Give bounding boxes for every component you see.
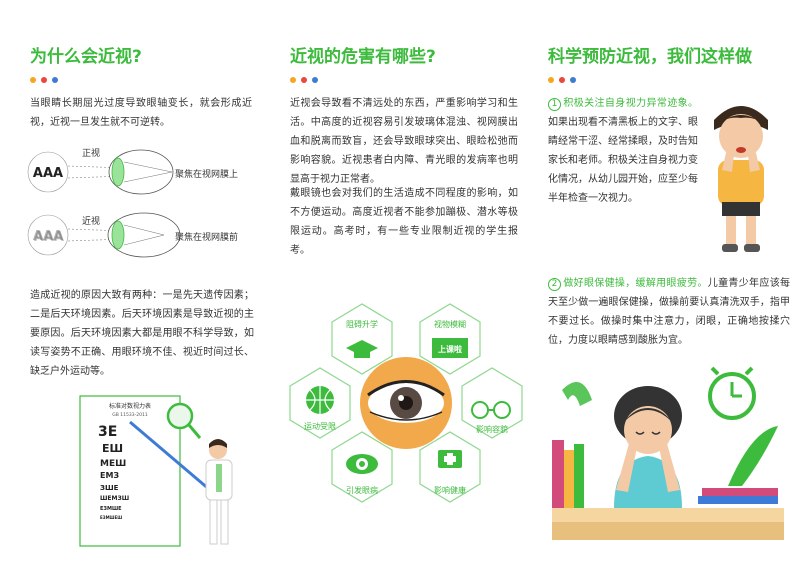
eyeball-normal (108, 149, 174, 195)
protractor-icon (562, 382, 592, 406)
decorative-dots (290, 68, 323, 83)
harms-hexagon-diagram: 上课啦 阻碍升学 视物模糊 影响容貌 影响健康 引发眼病 运动受限 (289, 303, 523, 503)
section-title-why: 为什么会近视? (30, 47, 142, 67)
eye-exercise-illustration (552, 366, 784, 540)
hex-label-appearance: 影响容貌 (476, 424, 508, 434)
item-number-1: 1 (548, 98, 561, 111)
section-title-harms: 近视的危害有哪些? (290, 47, 436, 67)
letters-blurry: AAA (33, 229, 63, 244)
column-harms: 近视的危害有哪些? 近视会导致看不清远处的东西，严重影响学习和生活。中高度的近视… (266, 0, 534, 587)
hex-appearance (461, 367, 523, 439)
blackboard-text: 上课啦 (438, 344, 462, 354)
svg-text:ЗШЕ: ЗШЕ (100, 484, 119, 492)
svg-text:ЕМЗ: ЕМЗ (100, 471, 119, 480)
svg-text:ШЕМЗШ: ШЕМЗШ (100, 495, 129, 502)
decorative-dots (548, 68, 581, 83)
magnifier (166, 402, 194, 430)
lens-normal (111, 157, 125, 187)
hex-label-eye-disease: 引发眼病 (346, 485, 378, 495)
item-1-heading: 积极关注自身视力异常迹象。 (563, 98, 698, 109)
boy-rubbing-eyes-illustration (714, 106, 768, 252)
eye-chart-title: 标准对数视力表 (109, 402, 151, 410)
letters-clear: AAA (33, 166, 63, 181)
item-2-body: 儿童青少年应该每天至少做一遍眼保健操，做操前要认真清洗双手，指甲不要过长。做操时… (548, 278, 791, 346)
hex-label-health: 影响健康 (434, 485, 466, 495)
blackboard-icon (432, 338, 468, 358)
eyeball-myopia (107, 212, 181, 258)
hex-label-sports: 运动受限 (304, 421, 336, 431)
books-left (552, 440, 564, 508)
item-number-2: 2 (548, 278, 561, 291)
section-title-prevention: 科学预防近视，我们这样做 (548, 47, 752, 67)
item-2-heading: 做好眼保健操，缓解用眼疲劳。 (563, 278, 708, 289)
letters-clear-circle (27, 151, 69, 193)
label-myopia: 近视 (82, 217, 101, 227)
caption-focus-retina: 聚焦在视网膜上 (175, 170, 239, 180)
pointer-stick (129, 420, 211, 492)
column-why-myopia: 为什么会近视? 当眼睛长期屈光过度导致眼轴变长，就会形成近视，近视一旦发生就不可… (0, 0, 266, 587)
svg-text:ЕЗМШЕШ: ЕЗМШЕШ (100, 515, 122, 520)
hex-label-study: 阻碍升学 (346, 319, 378, 329)
eye-chart-board (79, 395, 181, 547)
harms-paragraph-1: 近视会导致看不清远处的东西，严重影响学习和生活。中高度的近视容易引发玻璃体混浊、… (290, 98, 518, 185)
svg-text:3E: 3E (98, 424, 117, 440)
caption-focus-front: 聚焦在视网膜前 (175, 233, 239, 243)
desk (552, 508, 784, 522)
eye-chart-illustration: 标准对数视力表 GB 11533-2011 3E ЕШ МЕШ ЕМЗ ЗШЕ … (79, 395, 233, 547)
item-1-body: 如果出现看不清黑板上的文字、眼睛经常干涩、经常揉眼，及时告知家长和老师。积极关注… (548, 117, 698, 204)
hex-label-blurry: 视物模糊 (434, 319, 466, 329)
decorative-dots (30, 68, 63, 83)
svg-text:AAA: AAA (34, 230, 64, 245)
lens-myopia (111, 220, 125, 250)
hex-study (331, 303, 393, 375)
svg-text:МЕШ: МЕШ (100, 459, 126, 469)
letters-blurry-circle (27, 214, 69, 256)
harms-paragraph-2: 戴眼镜也会对我们的生活造成不同程度的影响，如不方便运动。高度近视者不能参加蹦极、… (290, 188, 518, 256)
label-normal-vision: 正视 (82, 149, 101, 159)
books-right (702, 488, 778, 496)
causes-paragraph: 造成近视的原因大致有两种：一是先天遗传因素；二是后天环境因素。后天环境因素是导致… (30, 290, 254, 377)
svg-text:ЕЗМШЕ: ЕЗМШЕ (100, 506, 122, 512)
eye-focus-diagram: AAA AAA AAA (27, 149, 181, 258)
svg-text:ЕШ: ЕШ (102, 442, 123, 455)
eye-chart-code: GB 11533-2011 (112, 412, 148, 418)
intro-paragraph: 当眼睛长期屈光过度导致眼轴变长，就会形成近视，近视一旦发生就不可逆转。 (30, 98, 252, 128)
